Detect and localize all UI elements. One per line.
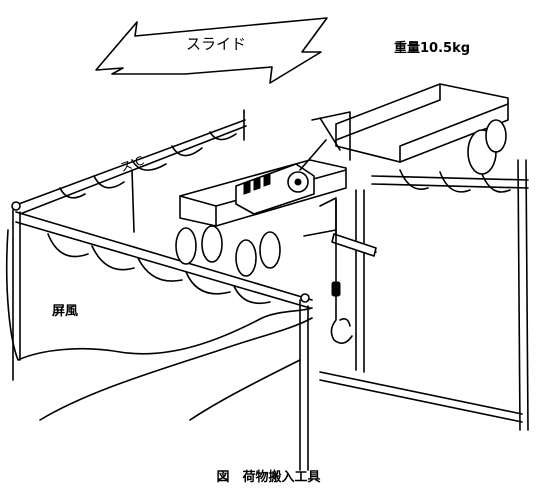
weight-label: 重量10.5kg xyxy=(394,41,471,56)
lower-screen-cloth xyxy=(39,317,313,421)
trolley-wheel-1 xyxy=(175,227,197,265)
screen-label: 屏風 xyxy=(52,304,79,319)
trolley-wheel-2 xyxy=(201,225,223,263)
front-rail xyxy=(15,211,313,309)
back-pole xyxy=(131,169,135,233)
middle-post xyxy=(355,189,365,373)
hook xyxy=(330,295,353,344)
winch-drum-hub xyxy=(294,178,302,186)
track-beam-edge xyxy=(335,83,509,163)
right-post xyxy=(517,159,529,431)
slide-label: スライド xyxy=(186,35,247,53)
right-rail-screen xyxy=(399,169,511,193)
figure-caption: 図 荷物搬入工具 xyxy=(216,470,321,485)
winch-frame xyxy=(299,111,351,171)
front-right-knob xyxy=(300,293,310,303)
right-rail xyxy=(371,175,529,189)
left-screen-cloth xyxy=(5,229,313,361)
back-rail xyxy=(15,109,247,215)
hook-block xyxy=(331,281,341,297)
left-post xyxy=(12,209,21,381)
right-bottom-rail xyxy=(319,371,523,423)
track-wheel-mid xyxy=(485,119,507,153)
left-post-knob xyxy=(11,201,21,211)
front-rail-screen xyxy=(47,233,271,305)
front-right-post xyxy=(299,299,309,471)
trolley-wheel-3 xyxy=(235,239,257,277)
winch-gears xyxy=(243,173,271,195)
trolley-wheel-4 xyxy=(259,231,281,269)
crank-grip xyxy=(331,233,377,257)
back-rail-screen xyxy=(59,131,237,199)
slide-double-arrow xyxy=(95,17,328,84)
